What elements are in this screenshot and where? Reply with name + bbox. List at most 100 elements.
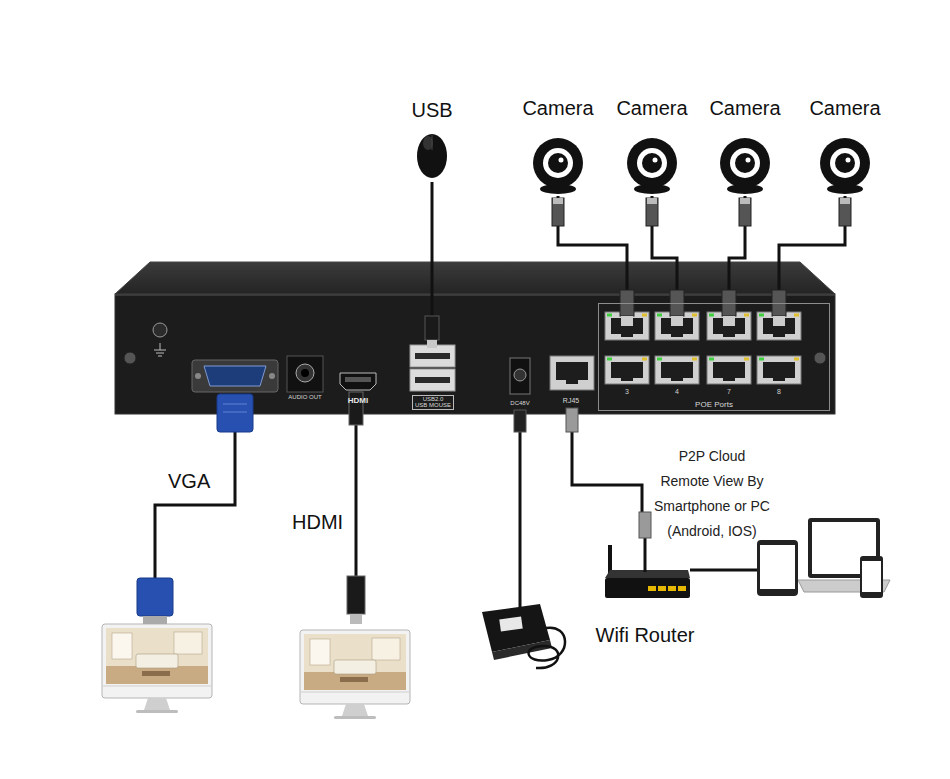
label-anchor: VGA [168,470,210,493]
cable-label: VGA [168,470,210,493]
device-label: Camera [709,97,780,120]
vga-monitor [102,624,212,713]
label-anchor: 8 [771,388,787,396]
port-label: USB2.0 USB MOUSE [412,395,454,410]
port-plug [620,290,786,326]
poe-port [655,312,699,340]
usb-plug-tip [427,340,437,348]
cloud-note: P2P Cloud Remote View By Smartphone or P… [622,444,802,544]
router-icon [605,545,690,598]
device-label: Camera [616,97,687,120]
poe-port [757,356,801,384]
vga-port [204,366,266,386]
poe-port [655,356,699,384]
device-label: Wifi Router [596,624,695,647]
rj45-port: RJ45 [548,352,594,406]
usb-slot [415,353,450,359]
vga-screw [269,373,275,379]
power-adapter [482,604,565,668]
dc-plug [514,410,526,432]
port-number: 3 [619,388,635,396]
audio-jack-plate [287,356,323,392]
label-anchor: HDMI [292,511,343,534]
connector-group [432,182,845,538]
hdmi-port-tongue [345,377,371,382]
device-label: USB [411,99,452,122]
cable [779,196,845,303]
usb-mouse: USB [398,98,466,182]
audio-jack-hole [301,369,309,377]
camera-icon [533,138,583,194]
device-label: Camera [522,97,593,120]
poe-port-panel: POE Ports [598,303,830,411]
audio-out-port: AUDIO OUT [282,352,328,402]
hdmi-port: HDMI [335,366,381,406]
vga-plug-ridge [223,404,247,405]
dc-jack [510,358,530,394]
wifi-router: Wifi Router [585,538,705,648]
port-label: RJ45 [563,397,579,405]
label-anchor: 3 [619,388,635,396]
camera-icon [820,138,870,194]
port-label: HDMI [348,396,368,405]
mouse-icon [417,134,447,178]
camera-icon [627,138,677,194]
power-cable [519,432,522,607]
camera: Camera [800,96,890,196]
port-label: AUDIO OUT [288,394,321,401]
camera-icon [720,138,770,194]
hdmi-cable [355,425,358,577]
camera: Camera [607,96,697,196]
usb-port: USB2.0 USB MOUSE [405,343,461,411]
vga-plug-tip [143,616,167,624]
usb-port [410,369,455,391]
cable [572,406,642,538]
vga-port-plate [192,360,278,392]
device-label: Camera [809,97,880,120]
label-anchor: 7 [721,388,737,396]
mouse-split [432,135,433,150]
cable-label: HDMI [292,511,343,534]
rj45-slot [556,362,588,380]
vga-plug [217,394,253,432]
usb-slot [415,377,450,383]
vga-cable [155,432,235,580]
hdmi-monitor [300,630,410,719]
poe-port [707,356,751,384]
vga-plug [137,578,173,616]
ground-symbol [154,343,166,356]
vga-screw [195,373,201,379]
dc-power-jack: DC48V [500,356,540,408]
label-anchor: 4 [669,388,685,396]
usb-plug [425,316,439,340]
ground-screw [153,323,167,337]
poe-port [605,356,649,384]
cable [558,196,627,303]
rj45-plug [566,408,578,432]
screw [124,352,136,364]
rj45-plug [639,512,651,538]
camera: Camera [513,96,603,196]
network-link [690,569,757,572]
rj45-port [550,356,594,390]
hdmi-port [340,373,376,390]
port-number: 8 [771,388,787,396]
screw [814,352,826,364]
nvr-top [115,262,835,294]
dc-jack-hole [514,369,526,381]
vga-plug-ridge [223,412,247,413]
client-devices [757,518,890,598]
hdmi-plug-tip [350,614,362,624]
camera-plug [552,198,851,226]
panel-label: POE Ports [695,400,733,409]
rj45-slot [566,379,578,384]
label-anchor: P2P Cloud Remote View By Smartphone or P… [622,444,802,544]
poe-port [757,312,801,340]
port-number: 4 [669,388,685,396]
router-cable-stub [644,538,647,572]
audio-jack [296,364,314,382]
